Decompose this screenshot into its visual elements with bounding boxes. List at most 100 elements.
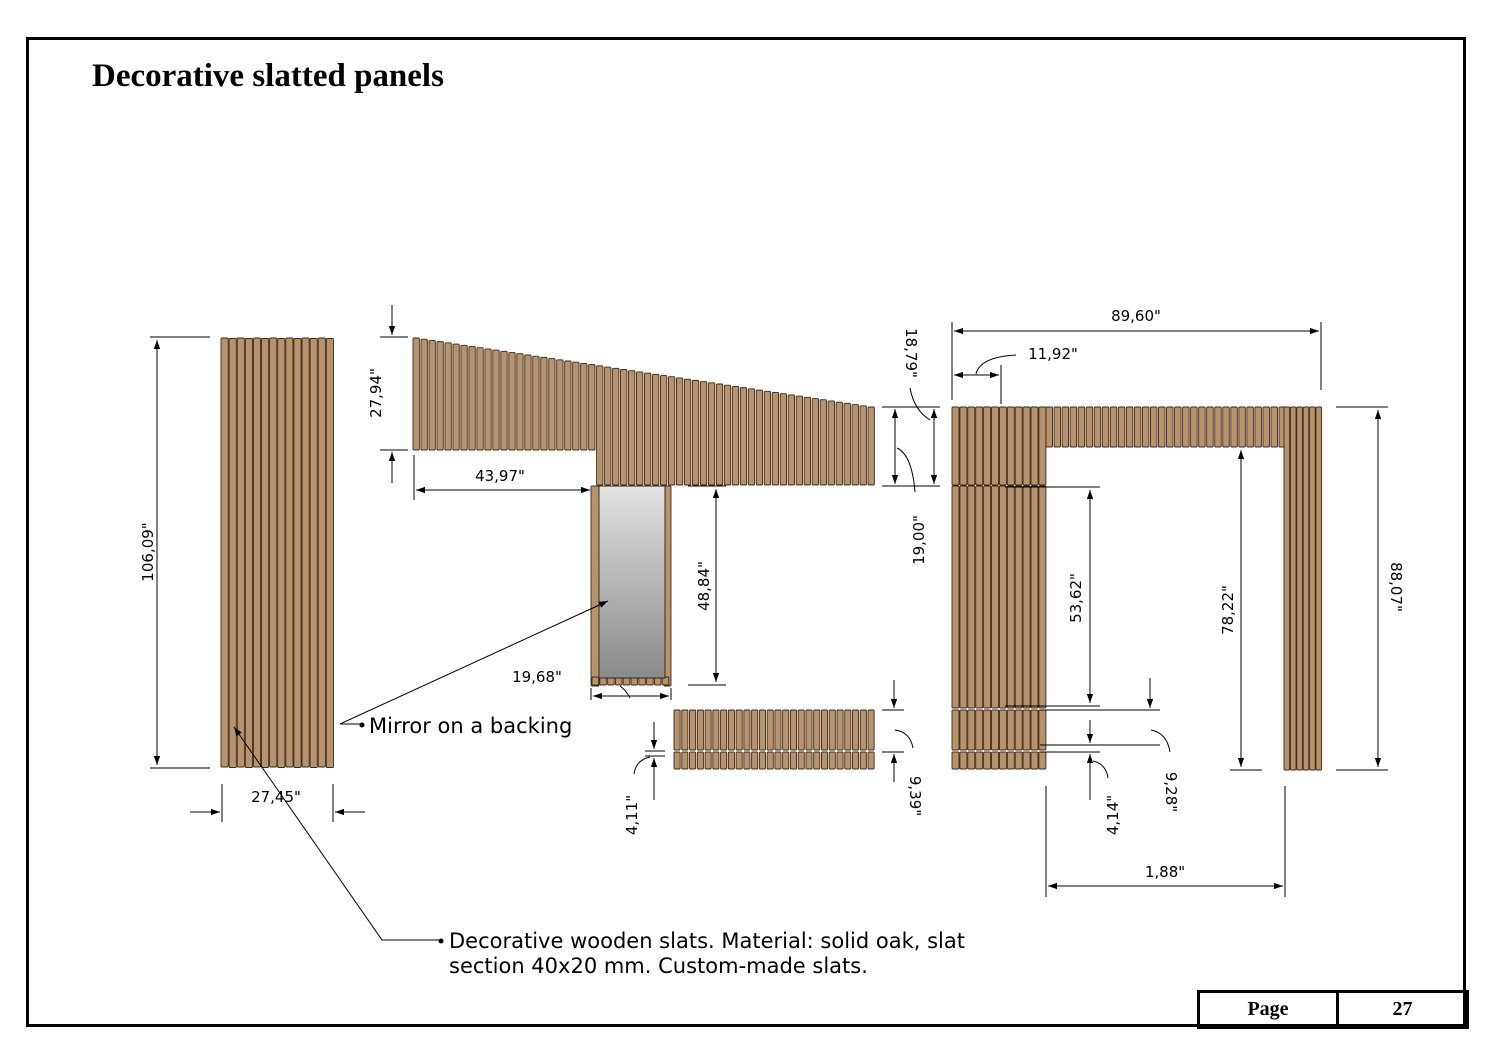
wood-slat	[1030, 751, 1039, 770]
wood-slat	[727, 709, 735, 751]
wood-slat	[244, 338, 253, 768]
wood-slat	[1289, 406, 1297, 771]
wood-slat	[859, 405, 867, 486]
dim-panel3-span: 1,88"	[1145, 863, 1185, 881]
sheet-frame	[26, 37, 1466, 1027]
wood-slat	[412, 337, 420, 451]
wood-slat	[667, 376, 676, 486]
wood-slat	[468, 346, 476, 451]
dim-panel2-mirror-width: 19,68"	[512, 668, 562, 686]
wood-slat	[1158, 406, 1166, 448]
wood-slat	[828, 709, 836, 751]
dim-panel2-mirror-height: 48,84"	[695, 561, 713, 611]
wood-slat	[1206, 406, 1214, 448]
panel-1-slats	[220, 337, 334, 768]
wood-slat	[1190, 406, 1198, 448]
wood-slat	[959, 406, 968, 486]
wood-slat	[500, 350, 508, 451]
wood-slat	[301, 337, 310, 768]
wood-slat	[436, 341, 444, 451]
dimension-lines	[150, 305, 1388, 941]
wood-slat	[967, 751, 976, 770]
wood-slat	[813, 751, 821, 770]
wood-slat	[1149, 406, 1158, 448]
wood-slat	[983, 751, 992, 770]
wood-slat	[707, 382, 716, 486]
wood-slat	[636, 371, 644, 486]
wood-slat	[836, 709, 844, 751]
wood-slat	[1109, 406, 1118, 448]
wood-slat	[755, 389, 764, 486]
wood-slat	[228, 338, 237, 768]
wood-slat	[1030, 485, 1039, 709]
wood-slat	[252, 337, 262, 768]
wood-slat	[998, 751, 1007, 770]
wood-slat	[795, 395, 803, 486]
wood-slat	[743, 751, 751, 770]
wood-slat	[787, 394, 796, 486]
wood-slat	[766, 709, 774, 751]
page-number-box: Page 27	[1197, 990, 1469, 1029]
dim-panel2-gap-left: 4,11"	[623, 795, 641, 835]
dim-panel3-height: 88,07"	[1387, 562, 1405, 612]
wood-slat	[452, 343, 460, 451]
wood-slat	[1038, 485, 1047, 709]
dim-panel2-offset: 43,97"	[475, 467, 525, 485]
wood-slat	[975, 485, 984, 709]
wood-slat	[1133, 406, 1142, 448]
wood-slat	[975, 406, 984, 486]
wood-slat	[1053, 406, 1062, 448]
wood-slat	[1077, 406, 1086, 448]
wood-slat	[1309, 406, 1316, 771]
wood-slat	[739, 387, 748, 486]
mirror-panel	[598, 485, 666, 679]
wood-slat	[508, 352, 516, 451]
wood-slat	[712, 709, 720, 751]
wood-slat	[1283, 406, 1291, 771]
wood-slat	[991, 406, 999, 486]
wood-slat	[805, 709, 813, 751]
wood-slat	[1006, 751, 1015, 770]
wood-slat	[620, 369, 628, 486]
wood-slat	[975, 751, 984, 770]
wood-slat	[1014, 485, 1023, 709]
wood-slat	[951, 406, 960, 486]
panel-3-slats	[951, 406, 1323, 771]
wood-slat	[820, 709, 829, 751]
wood-slat	[580, 362, 588, 451]
dim-panel3-right-inner: 78,22"	[1219, 585, 1237, 635]
wood-slat	[261, 338, 270, 768]
wood-slat	[766, 751, 774, 770]
wood-slat	[673, 751, 681, 770]
wood-slat	[975, 709, 984, 751]
wood-slat	[1045, 406, 1053, 448]
panel-2-top-slats	[412, 337, 875, 486]
wood-slat	[758, 751, 766, 770]
wood-slat	[967, 485, 976, 709]
wood-slat	[683, 378, 692, 486]
wood-slat	[1093, 406, 1102, 448]
wood-slat	[540, 356, 548, 451]
wood-slat	[991, 709, 999, 751]
wood-slat	[967, 709, 976, 751]
wood-slat	[720, 751, 728, 770]
wood-slat	[556, 359, 564, 451]
wood-slat	[524, 354, 532, 451]
panel-2-mirror-frame	[590, 485, 672, 687]
wood-slat	[852, 709, 860, 751]
wood-slat	[782, 709, 790, 751]
wood-slat	[689, 751, 697, 770]
wood-slat	[1182, 406, 1190, 448]
wood-slat	[564, 360, 572, 451]
wood-slat	[1022, 751, 1031, 770]
wood-slat	[689, 709, 697, 751]
wood-slat	[797, 709, 805, 751]
wood-slat	[691, 379, 700, 486]
wood-slat	[681, 709, 689, 751]
wood-slat	[1038, 709, 1047, 751]
wood-slat	[1230, 406, 1238, 448]
wood-slat	[723, 384, 732, 486]
wood-slat	[1014, 406, 1023, 486]
